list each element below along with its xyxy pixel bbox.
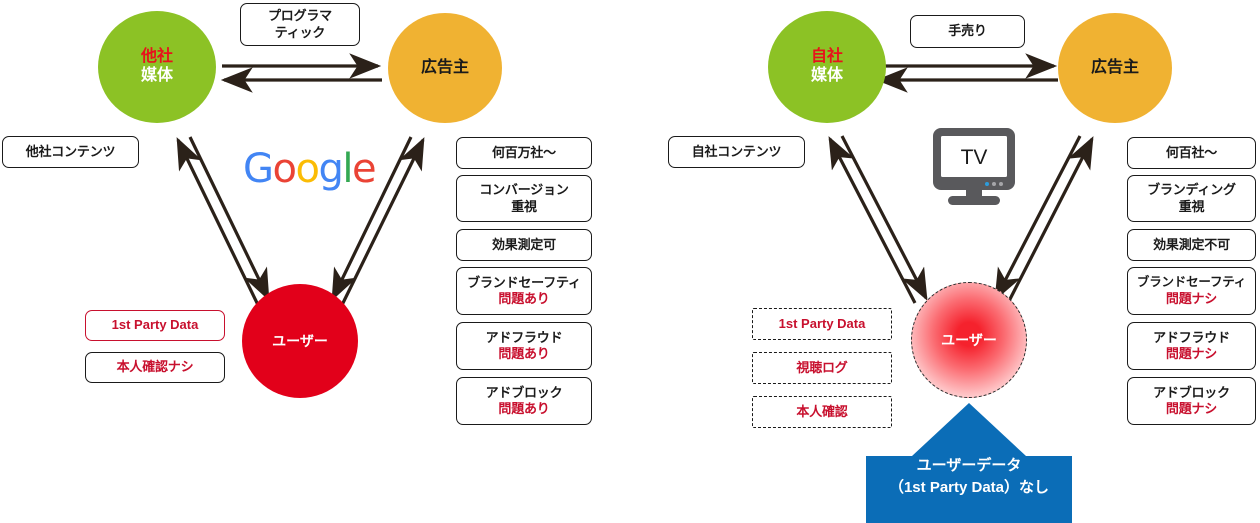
advertiser-attribute-box-6[interactable]: アドブロック 問題ナシ — [1127, 377, 1256, 425]
advertiser-attribute-line1: ブランドセーフティ — [467, 274, 581, 290]
user-circle[interactable]: ユーザー — [242, 284, 358, 398]
advertiser-attribute-box-6[interactable]: アドブロック 問題あり — [456, 377, 592, 425]
user-data-box-label: 本人確認ナシ — [116, 359, 194, 375]
arrow-media-to-user — [188, 136, 270, 301]
google-logo-letter-l: l — [342, 146, 353, 192]
advertiser-attribute-line1: コンバージョン — [479, 182, 569, 198]
arrow-user-to-advertiser — [1006, 136, 1094, 304]
media-circle-line1: 自社 — [810, 48, 843, 66]
user-circle-label: ユーザー — [272, 332, 328, 349]
advertiser-circle[interactable]: 広告主 — [1058, 13, 1172, 123]
advertiser-attribute-line2: 問題ナシ — [1165, 346, 1218, 361]
google-logo-letter-e: e — [351, 146, 377, 192]
advertiser-attribute-box-2[interactable]: ブランディング 重視 — [1127, 175, 1256, 222]
channel-label-line1: プログラマ — [267, 8, 332, 24]
tv-monitor-icon: TV — [933, 128, 1015, 205]
advertiser-attribute-line1: アドブロック — [485, 384, 563, 400]
advertiser-attribute-line1: 何百社〜 — [1165, 144, 1218, 160]
advertiser-attribute-box-3[interactable]: 効果測定不可 — [1127, 229, 1256, 261]
advertiser-attribute-box-1[interactable]: 何百万社〜 — [456, 137, 592, 169]
advertiser-attribute-box-3[interactable]: 効果測定可 — [456, 229, 592, 261]
advertiser-attribute-box-2[interactable]: コンバージョン 重視 — [456, 175, 592, 222]
advertiser-attribute-line1: アドフラウド — [485, 329, 563, 345]
content-box[interactable]: 他社コンテンツ — [2, 136, 139, 168]
advertiser-attribute-line2: 問題あり — [498, 291, 550, 306]
left-panel-arrows — [176, 53, 425, 306]
content-box-label: 他社コンテンツ — [25, 143, 116, 159]
arrow-advertiser-to-user — [994, 135, 1082, 301]
advertiser-attribute-line2: 問題あり — [498, 401, 550, 416]
media-circle[interactable]: 他社 媒体 — [98, 11, 216, 123]
channel-label-line2: ティック — [274, 24, 326, 40]
user-data-box-identity[interactable]: 本人確認 — [752, 396, 892, 428]
callout-arrow-shape — [866, 403, 1072, 523]
channel-label-box[interactable]: 手売り — [910, 15, 1025, 48]
advertiser-attribute-line1: 何百万社〜 — [491, 144, 556, 160]
advertiser-attribute-line2: 重視 — [1178, 198, 1205, 214]
left-panel-third-party-media: 他社 媒体 広告主 ユーザー プログラマ ティック Google 他社コンテンツ… — [2, 3, 592, 425]
arrow-user-to-media — [828, 136, 917, 304]
user-circle-label: ユーザー — [941, 331, 997, 348]
advertiser-attribute-box-5[interactable]: アドフラウド 問題あり — [456, 322, 592, 370]
user-circle[interactable]: ユーザー — [911, 282, 1027, 398]
advertiser-attribute-line1: アドフラウド — [1153, 329, 1230, 345]
right-panel-owned-media: 自社 媒体 広告主 ユーザー 手売り TV 自社コンテンツ 1st Part — [630, 0, 1260, 523]
advertiser-circle-label: 広告主 — [1090, 58, 1139, 76]
media-circle-line1: 他社 — [140, 48, 173, 66]
channel-label-box[interactable]: プログラマ ティック — [240, 3, 360, 46]
user-data-box-label: 視聴ログ — [796, 359, 848, 375]
content-box-label: 自社コンテンツ — [691, 143, 782, 159]
advertiser-attribute-line1: ブランドセーフティ — [1136, 275, 1247, 290]
advertiser-circle-label: 広告主 — [420, 58, 469, 76]
google-logo-letter-g2: g — [318, 146, 343, 192]
google-logo-letter-g1: G — [243, 146, 274, 192]
advertiser-attribute-line2: 問題ナシ — [1165, 290, 1218, 306]
advertiser-attribute-box-4[interactable]: ブランドセーフティ 問題あり — [456, 267, 592, 315]
user-data-callout[interactable]: ユーザーデータ （1st Party Data）なし — [866, 403, 1072, 523]
user-data-box-label: 1st Party Data — [111, 317, 199, 333]
google-logo: Google — [243, 146, 377, 192]
media-circle[interactable]: 自社 媒体 — [768, 11, 886, 123]
google-logo-letter-o1: o — [272, 146, 297, 192]
advertiser-attribute-box-4[interactable]: ブランドセーフティ 問題ナシ — [1127, 267, 1256, 315]
user-data-box-1st-party-data[interactable]: 1st Party Data — [752, 308, 892, 340]
advertiser-attribute-line1: アドブロック — [1153, 384, 1230, 400]
advertiser-attribute-line2: 問題あり — [498, 346, 550, 361]
user-data-box-viewing-log[interactable]: 視聴ログ — [752, 352, 892, 384]
user-data-box-label: 1st Party Data — [778, 315, 866, 331]
advertiser-attribute-box-5[interactable]: アドフラウド 問題ナシ — [1127, 322, 1256, 370]
advertiser-attribute-line1: 効果測定可 — [491, 236, 556, 252]
media-circle-line2: 媒体 — [140, 67, 173, 84]
google-logo-letter-o2: o — [295, 146, 319, 192]
advertiser-attribute-line2: 重視 — [511, 198, 537, 214]
advertiser-attribute-line2: 問題ナシ — [1165, 401, 1218, 416]
user-data-box-label: 本人確認 — [796, 403, 848, 419]
right-panel-arrows — [828, 53, 1094, 304]
content-box[interactable]: 自社コンテンツ — [668, 136, 805, 168]
arrow-advertiser-to-user — [331, 136, 413, 301]
tv-icon-label: TV — [961, 146, 988, 169]
advertiser-attribute-box-1[interactable]: 何百社〜 — [1127, 137, 1256, 169]
advertiser-circle[interactable]: 広告主 — [388, 13, 502, 123]
advertiser-attribute-line1: ブランディング — [1147, 182, 1236, 198]
media-circle-line2: 媒体 — [810, 67, 843, 84]
user-data-box-1st-party-data[interactable]: 1st Party Data — [85, 310, 225, 341]
advertiser-attribute-line1: 効果測定不可 — [1153, 236, 1230, 252]
channel-label-line1: 手売り — [948, 23, 987, 39]
arrow-media-to-user — [840, 135, 928, 301]
user-data-box-identity[interactable]: 本人確認ナシ — [85, 352, 225, 383]
